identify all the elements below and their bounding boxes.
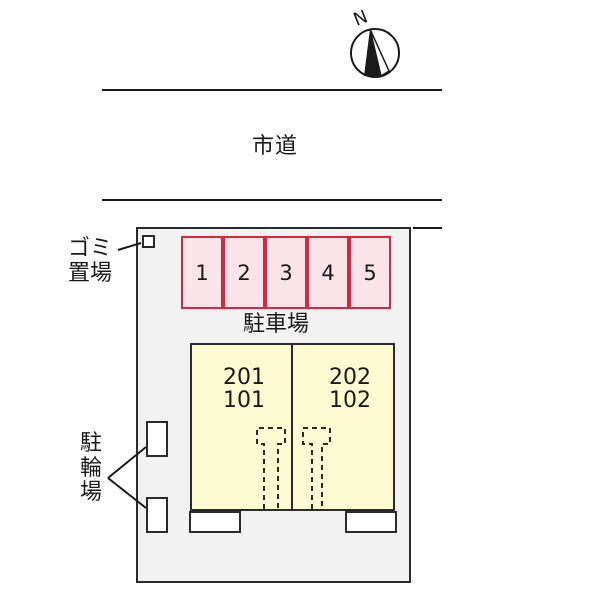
bike-rack-lower (146, 497, 168, 533)
parking-space-2: 2 (223, 236, 265, 309)
garbage-label-line1: ゴミ (68, 236, 113, 261)
garbage-label-line2: 置場 (68, 260, 113, 286)
bike-rack-upper (146, 421, 168, 457)
bicycle-label-line2: 輪 (80, 455, 103, 481)
unit-label-east: 202 102 (310, 366, 390, 412)
parking-space-1: 1 (181, 236, 223, 309)
road-edge-top (102, 89, 442, 91)
unit-divider (291, 345, 293, 509)
entrance-east (345, 511, 397, 533)
unit-number-101: 101 (223, 388, 265, 414)
unit-label-west: 201 101 (204, 366, 284, 412)
entrance-west (189, 511, 241, 533)
unit-number-102: 102 (329, 388, 371, 414)
garbage-box-icon (142, 235, 155, 248)
north-label: N (350, 6, 371, 31)
unit-number-202: 202 (329, 365, 371, 390)
unit-number-201: 201 (223, 365, 265, 390)
garbage-label: ゴミ 置場 (68, 236, 113, 286)
parking-space-4: 4 (307, 236, 349, 309)
road-edge-inner (413, 227, 442, 229)
parking-space-3: 3 (265, 236, 307, 309)
bicycle-label-line1: 駐 (80, 431, 103, 456)
bicycle-label-line3: 場 (80, 480, 103, 506)
bicycle-parking-label: 駐 輪 場 (80, 431, 103, 506)
north-arrow-icon (350, 28, 400, 78)
road-label: 市道 (251, 134, 298, 159)
road-edge-bottom (102, 199, 442, 201)
parking-label: 駐車場 (243, 312, 310, 337)
parking-space-5: 5 (349, 236, 391, 309)
